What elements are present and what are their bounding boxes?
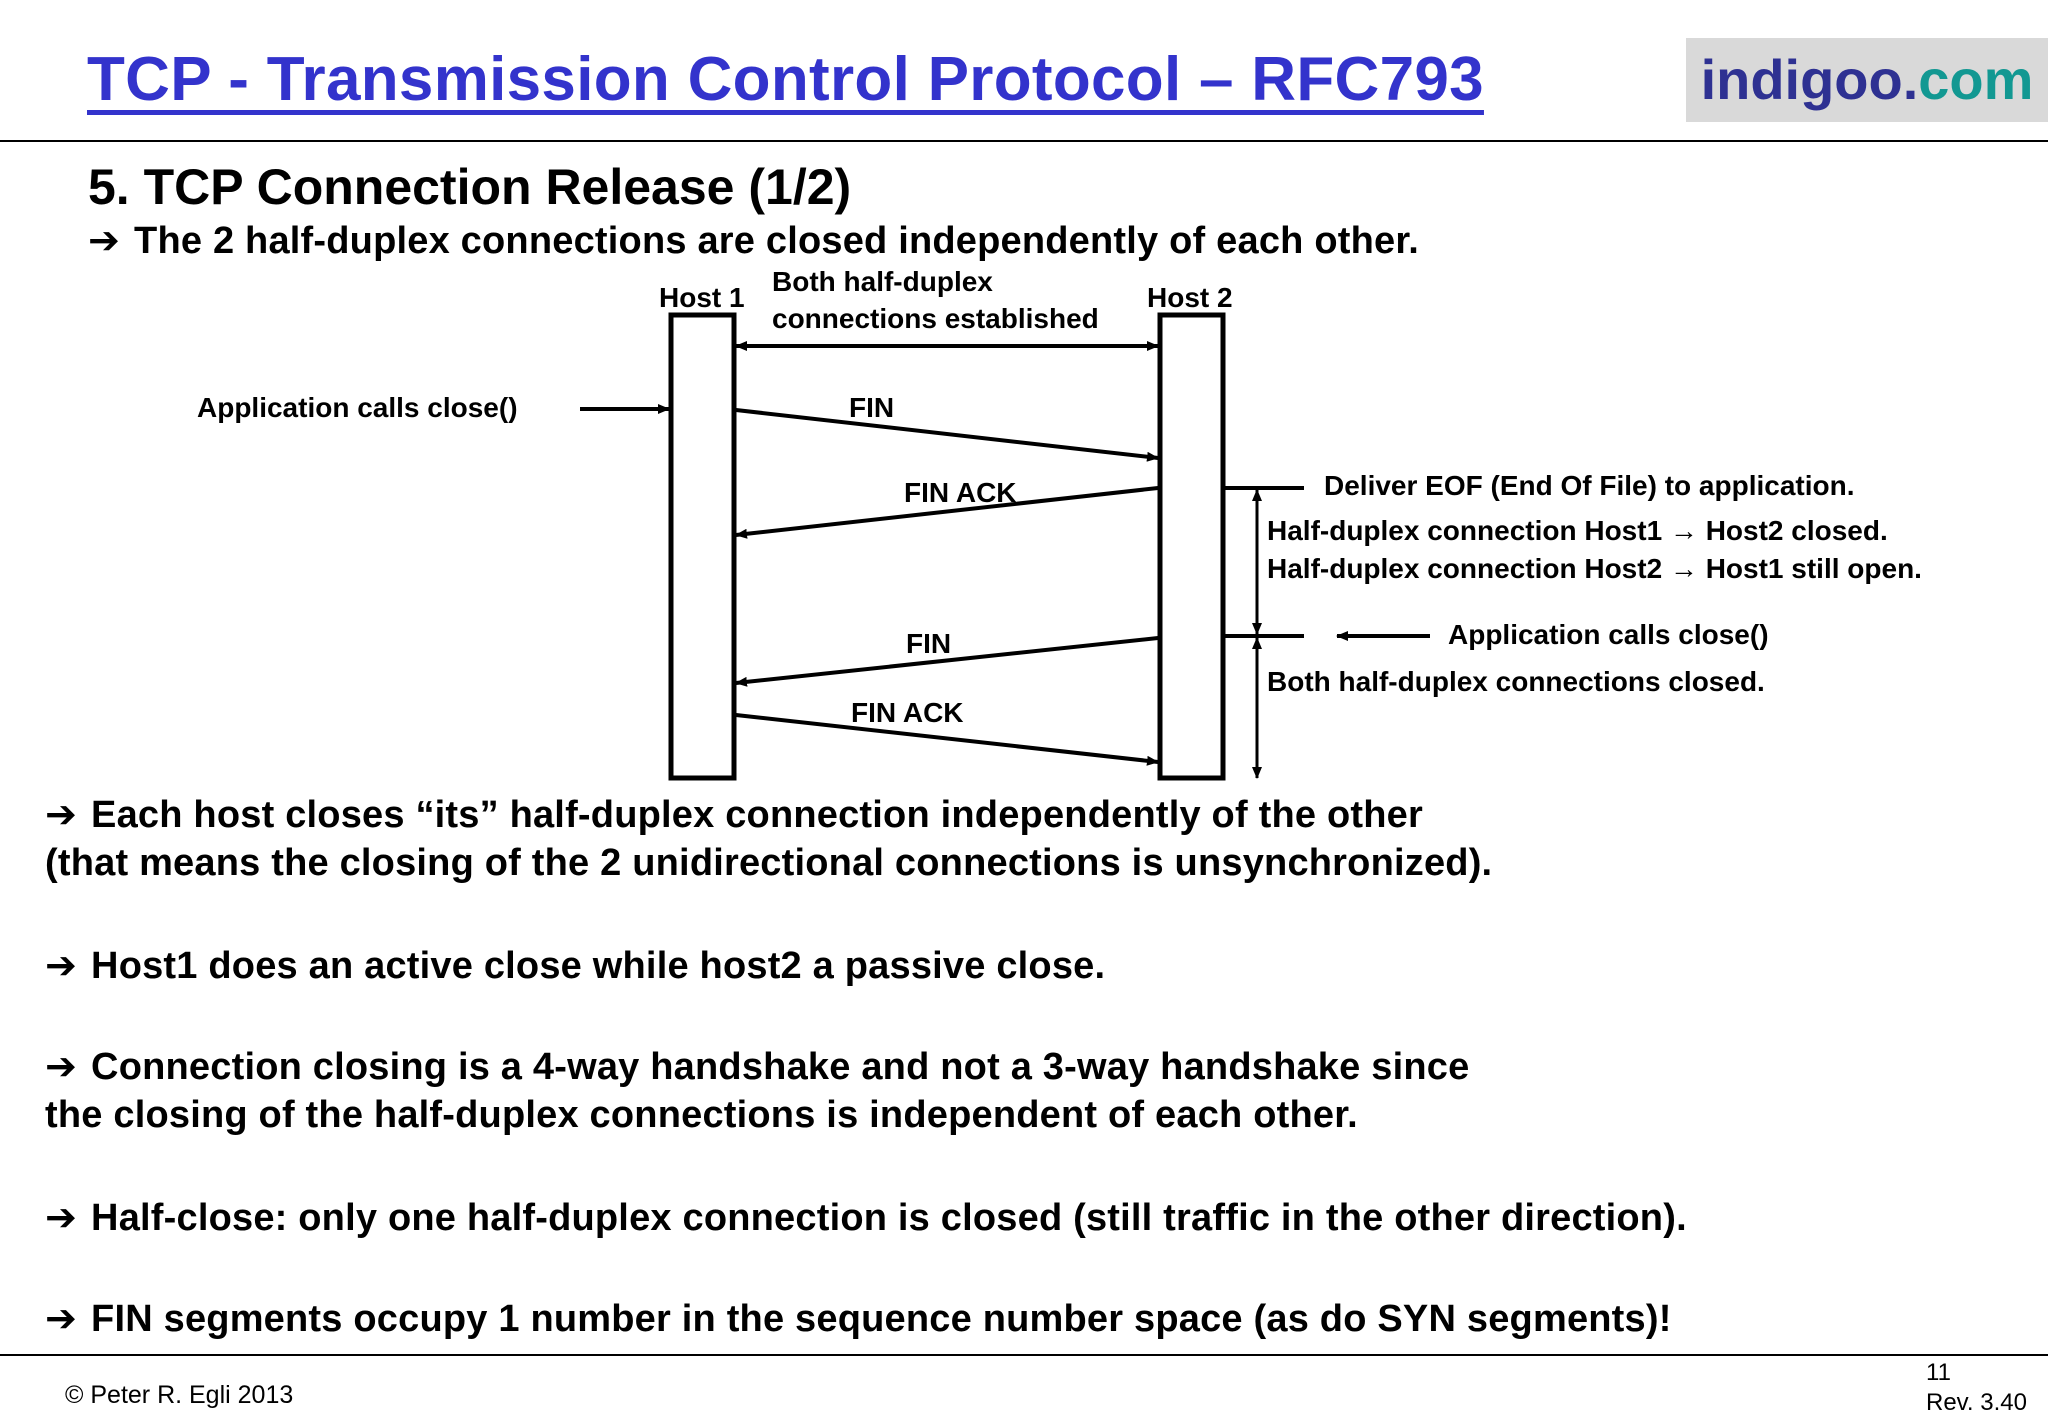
fin1-arrow: [735, 408, 1159, 462]
arrow-right-icon: ➔: [45, 1197, 78, 1239]
connection-release-diagram: [580, 312, 1430, 781]
brand-tld: com: [1918, 48, 2034, 111]
header-divider: [0, 140, 2048, 142]
host1-label: Host 1: [659, 282, 745, 313]
slide-title: TCP - Transmission Control Protocol – RF…: [87, 45, 1484, 114]
bullet-1-line-2: (that means the closing of the 2 unidire…: [45, 842, 1493, 884]
intro-line: ➔ The 2 half-duplex connections are close…: [88, 218, 1419, 263]
brand-dot: .: [1902, 48, 1919, 111]
fin1-label: FIN: [849, 392, 895, 423]
bullet-1-line-1: ➔ Each host closes “its” half-duplex conn…: [45, 792, 1423, 837]
fin2-label: FIN: [906, 628, 952, 659]
bullet-4: ➔ Half-close: only one half-duplex connec…: [45, 1195, 1687, 1240]
brand-logo: indigoo.com: [1686, 38, 2048, 122]
established-label-2: connections established: [772, 303, 1099, 334]
bullet-3-text: Connection closing is a 4-way handshake …: [91, 1046, 1470, 1088]
brand-name: indigoo: [1700, 48, 1903, 111]
fin2-arrow: [735, 636, 1159, 687]
bullet-2: ➔ Host1 does an active close while host2 …: [45, 943, 1105, 988]
page-number: 11: [1926, 1359, 1951, 1386]
page-info: 11 Rev. 3.40: [1926, 1358, 2027, 1418]
bullet-3-line-2: the closing of the half-duplex connectio…: [45, 1094, 1358, 1136]
section-title: 5. TCP Connection Release (1/2): [88, 159, 852, 215]
half2-label: Half-duplex connection Host2 → Host1 sti…: [1267, 553, 1922, 584]
app-close-left-label: Application calls close(): [197, 392, 518, 423]
finack1-arrow: [735, 486, 1159, 539]
bullet-4-text: Half-close: only one half-duplex connect…: [91, 1197, 1687, 1239]
half1-label: Half-duplex connection Host1 → Host2 clo…: [1267, 515, 1888, 546]
finack1-label: FIN ACK: [904, 477, 1017, 508]
deliver-eof-label: Deliver EOF (End Of File) to application…: [1324, 470, 1855, 501]
footer-divider: [0, 1354, 2048, 1356]
arrow-right-icon: ➔: [45, 1046, 78, 1088]
finack2-arrow: [735, 713, 1159, 766]
bullet-3-line-1: ➔ Connection closing is a 4-way handshake…: [45, 1044, 1469, 1089]
intro-text: The 2 half-duplex connections are closed…: [134, 220, 1419, 262]
bullet-1-text: Each host closes “its” half-duplex conne…: [91, 794, 1423, 836]
both-closed-label: Both half-duplex connections closed.: [1267, 666, 1765, 697]
host1-timeline: [668, 312, 737, 781]
bullet-5-text: FIN segments occupy 1 number in the sequ…: [91, 1298, 1672, 1340]
established-label-1: Both half-duplex: [772, 266, 993, 297]
host2-label: Host 2: [1147, 282, 1233, 313]
app-close-right-label: Application calls close(): [1448, 619, 1769, 650]
bullet-5: ➔ FIN segments occupy 1 number in the seq…: [45, 1296, 1672, 1341]
arrow-right-icon: ➔: [45, 1298, 78, 1340]
host2-timeline: [1157, 312, 1226, 781]
revision: Rev. 3.40: [1926, 1389, 2027, 1416]
arrow-right-icon: ➔: [88, 220, 121, 262]
arrow-right-icon: ➔: [45, 794, 78, 836]
arrow-right-icon: ➔: [45, 945, 78, 987]
copyright: © Peter R. Egli 2013: [65, 1381, 294, 1409]
bullet-2-text: Host1 does an active close while host2 a…: [91, 945, 1106, 987]
finack2-label: FIN ACK: [851, 697, 964, 728]
